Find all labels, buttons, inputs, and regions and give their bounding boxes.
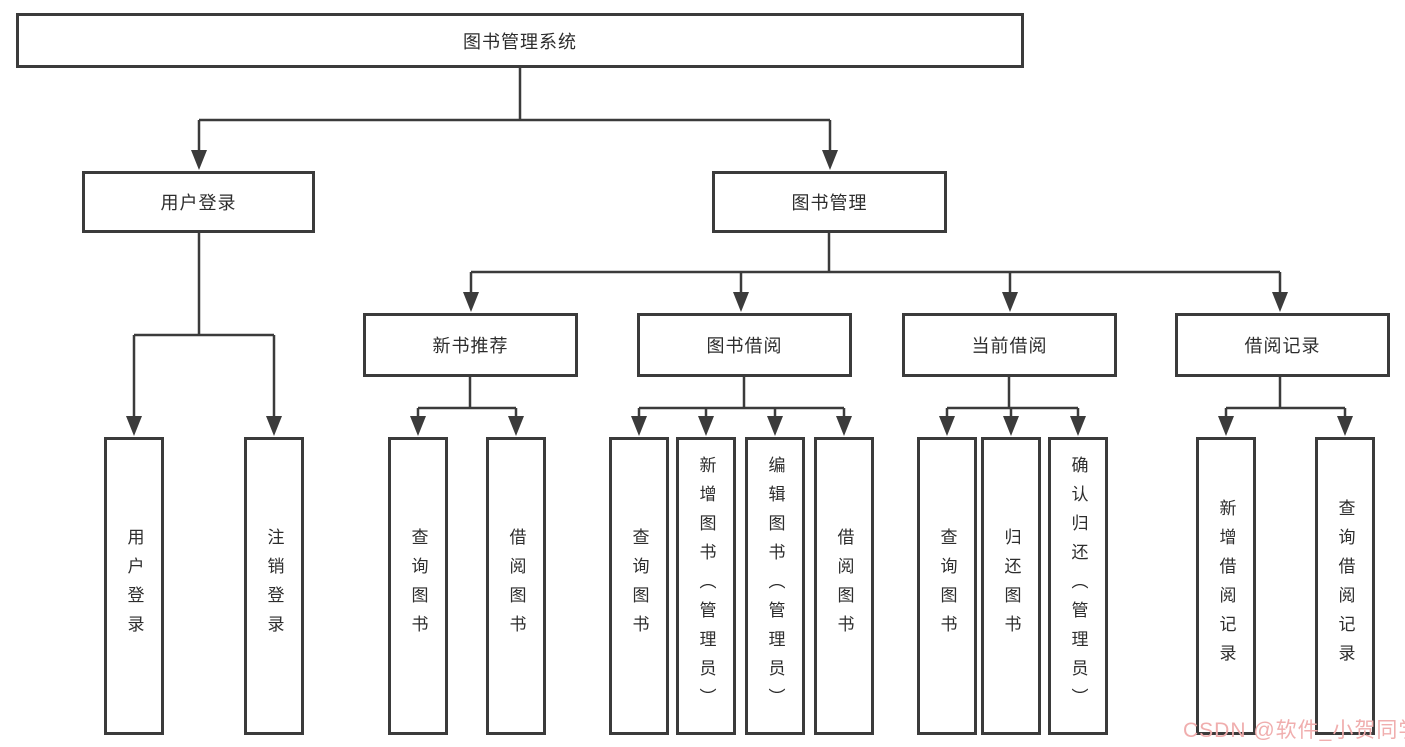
- leaf-query-books-borrowing-label: 查询图书: [629, 528, 649, 644]
- leaf-query-books-current-label: 查询图书: [937, 528, 957, 644]
- leaf-return-books-label: 归还图书: [1001, 528, 1021, 644]
- leaf-borrow-books-borrowing-label: 借阅图书: [834, 528, 854, 644]
- node-new-book-recommendation: 新书推荐: [363, 313, 578, 377]
- leaf-return-books: 归还图书: [981, 437, 1041, 735]
- node-book-borrowing: 图书借阅: [637, 313, 852, 377]
- watermark: CSDN @软件_小贺同学: [1183, 719, 1405, 742]
- leaf-add-book-admin: 新增图书（管理员）: [676, 437, 736, 735]
- leaf-query-books-recommend: 查询图书: [388, 437, 448, 735]
- leaf-edit-book-admin-label: 编辑图书（管理员）: [765, 455, 785, 717]
- node-user-login-label: 用户登录: [160, 193, 237, 213]
- node-borrowing-records: 借阅记录: [1175, 313, 1390, 377]
- node-book-borrowing-label: 图书借阅: [706, 336, 783, 356]
- leaf-borrow-books-recommend-label: 借阅图书: [506, 528, 526, 644]
- node-book-management: 图书管理: [712, 171, 947, 233]
- leaf-query-borrow-record: 查询借阅记录: [1315, 437, 1375, 735]
- leaf-query-books-borrowing: 查询图书: [609, 437, 669, 735]
- leaf-add-borrow-record-label: 新增借阅记录: [1216, 499, 1236, 673]
- leaf-add-book-admin-label: 新增图书（管理员）: [696, 455, 716, 717]
- leaf-user-login-label: 用户登录: [124, 528, 144, 644]
- node-borrowing-records-label: 借阅记录: [1244, 336, 1321, 356]
- leaf-user-login: 用户登录: [104, 437, 164, 735]
- node-new-book-recommendation-label: 新书推荐: [432, 336, 509, 356]
- leaf-query-books-current: 查询图书: [917, 437, 977, 735]
- leaf-query-books-recommend-label: 查询图书: [408, 528, 428, 644]
- node-current-borrowing-label: 当前借阅: [971, 336, 1048, 356]
- leaf-confirm-return-admin-label: 确认归还（管理员）: [1068, 455, 1088, 717]
- leaf-borrow-books-borrowing: 借阅图书: [814, 437, 874, 735]
- node-root: 图书管理系统: [16, 13, 1024, 68]
- node-user-login: 用户登录: [82, 171, 315, 233]
- leaf-add-borrow-record: 新增借阅记录: [1196, 437, 1256, 735]
- node-root-label: 图书管理系统: [463, 31, 577, 52]
- leaf-borrow-books-recommend: 借阅图书: [486, 437, 546, 735]
- leaf-confirm-return-admin: 确认归还（管理员）: [1048, 437, 1108, 735]
- leaf-logout-label: 注销登录: [264, 528, 284, 644]
- arrowheads: [126, 150, 1353, 436]
- node-current-borrowing: 当前借阅: [902, 313, 1117, 377]
- node-book-management-label: 图书管理: [791, 193, 868, 213]
- leaf-edit-book-admin: 编辑图书（管理员）: [745, 437, 805, 735]
- leaf-logout: 注销登录: [244, 437, 304, 735]
- leaf-query-borrow-record-label: 查询借阅记录: [1335, 499, 1355, 673]
